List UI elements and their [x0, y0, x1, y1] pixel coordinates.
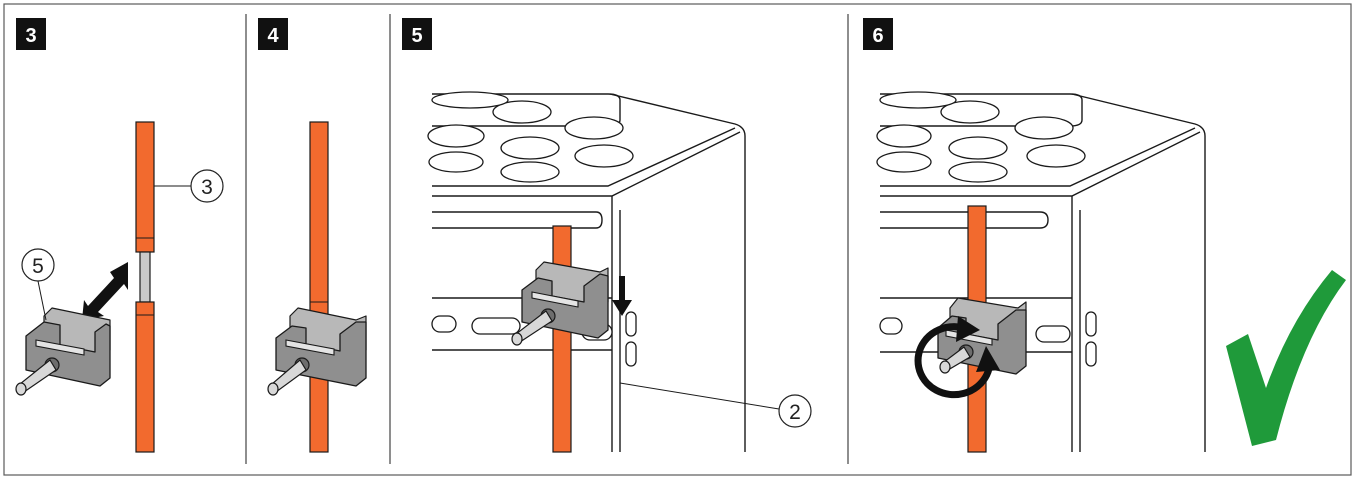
step-6-badge: 6: [863, 18, 893, 50]
rod: [309, 121, 329, 453]
frame-border: [3, 3, 1352, 476]
step-3-number: 3: [25, 25, 36, 47]
panel-step-4: 4: [258, 18, 367, 453]
cabinet: [876, 91, 1206, 452]
panel-step-3: 3 3 5: [15, 18, 224, 453]
rotate-icon: [914, 316, 1000, 399]
rod: [135, 121, 155, 453]
callout-rail: 2: [619, 382, 812, 428]
callout-rod: 3: [154, 169, 224, 203]
step-5-badge: 5: [402, 18, 432, 50]
panel-step-5: 5: [402, 18, 812, 453]
clamp: [511, 261, 609, 346]
clamp: [267, 307, 367, 396]
step-3-badge: 3: [16, 18, 46, 50]
clamp: [15, 307, 111, 396]
step-5-number: 5: [411, 25, 422, 47]
callout-rod-label: 3: [201, 176, 213, 199]
rod: [552, 225, 572, 453]
cabinet: [427, 91, 746, 452]
step-4-badge: 4: [258, 18, 288, 50]
step-4-number: 4: [267, 25, 279, 47]
arrow-icon: [82, 262, 128, 320]
callout-clamp: 5: [21, 248, 55, 321]
callout-clamp-label: 5: [32, 255, 44, 278]
step-6-number: 6: [872, 25, 883, 47]
callout-rail-label: 2: [789, 401, 801, 424]
panel-step-6: 6: [863, 18, 1346, 453]
checkmark-icon: [1226, 270, 1346, 446]
arrow-icon: [612, 276, 632, 316]
